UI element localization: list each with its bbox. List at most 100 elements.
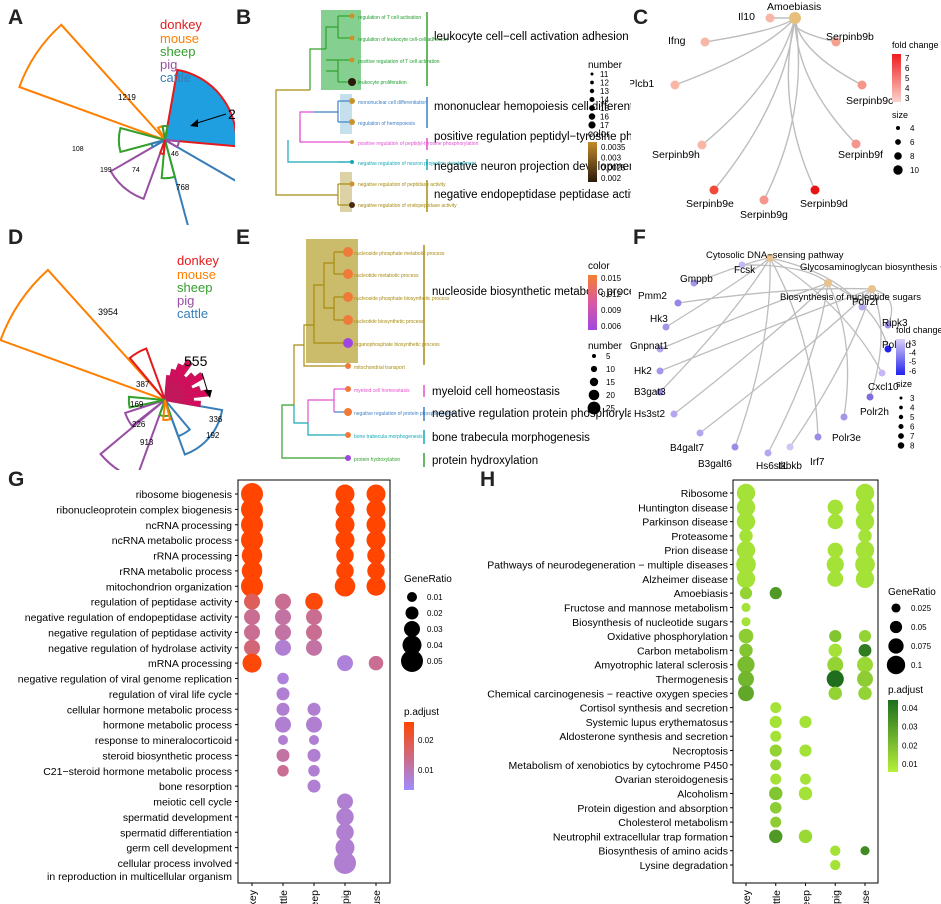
dot [769, 715, 782, 729]
tree-node [343, 338, 353, 348]
legend-dot [589, 377, 599, 387]
y-tick-label: Carbon metabolism [637, 645, 728, 657]
legend-value: 7 [910, 432, 915, 441]
dot [241, 560, 263, 582]
dot [277, 765, 289, 777]
legend-value: 3 [910, 394, 915, 403]
x-tick-label: cattle [278, 890, 290, 904]
pie-a-arrowhead [190, 119, 198, 127]
legend-cattle: cattle [160, 70, 191, 85]
dot [860, 846, 870, 856]
legend-dot [888, 638, 904, 654]
tree-node [349, 202, 355, 208]
legend-dot [886, 655, 906, 675]
y-tick-label: Lysine degradation [640, 860, 729, 872]
legend-value: 0.03 [427, 625, 443, 634]
pie-label: 1219 [118, 93, 136, 102]
tree-branch [275, 89, 339, 205]
network-node-label: Polr2f [852, 297, 878, 308]
tree-node [343, 315, 353, 325]
legend-value: 0.0025 [601, 164, 626, 173]
network-node [656, 388, 664, 396]
dot [276, 748, 290, 762]
legend-value: 13 [600, 87, 609, 96]
legend-donkey: donkey [160, 17, 202, 32]
pie-label: 768 [176, 183, 190, 192]
dot [278, 735, 288, 745]
legend-dot [590, 72, 594, 76]
legend-value: 16 [600, 113, 609, 122]
y-tick-label: Huntington disease [638, 502, 728, 514]
y-tick-label: ribosome biogenesis [136, 489, 232, 501]
legend-title: GeneRatio [888, 587, 936, 598]
legend-value: 0.04 [902, 704, 918, 713]
legend-value: 0.01 [427, 593, 443, 602]
panel-label-g: G [8, 468, 25, 491]
tree-node [348, 78, 356, 86]
cluster-label: myeloid cell homeostasis [432, 386, 560, 398]
pie-a-arrow [193, 113, 227, 125]
pie-d-wedges [0, 268, 224, 470]
y-tick-label: hormone metabolic process [103, 720, 232, 732]
pie-a-wedges [18, 23, 235, 225]
x-tick-label: sheep [801, 890, 813, 904]
network-edge [787, 17, 816, 191]
legend-dot [590, 80, 594, 85]
cluster-highlight [321, 10, 361, 90]
legend-dot [897, 442, 905, 449]
dot [736, 498, 756, 517]
dot [307, 702, 321, 716]
panel-a-chart: 1219 108 199 74 768 46 257 donkey mouse … [18, 17, 235, 225]
term-label: myeloid cell homeostasis [354, 388, 410, 394]
x-tick-label: mouse [860, 890, 872, 904]
dot [855, 483, 875, 503]
network-node-label: B3gat3 [634, 387, 666, 398]
term-label: bone trabecula morphogenesis [354, 434, 423, 440]
network-node [814, 433, 822, 441]
panel-e-chart: nucleoside phosphate metabolic process n… [281, 239, 631, 467]
legend-dot [401, 650, 423, 672]
tree-node [350, 140, 354, 144]
tree-node [343, 292, 353, 302]
network-node [696, 429, 704, 437]
legend-dot [407, 592, 417, 602]
network-node-label: Ripk3 [882, 318, 908, 329]
network-node-label: Gmppb [680, 274, 713, 285]
legend-dot [404, 621, 420, 637]
legend-value: -3 [909, 339, 917, 348]
pie-label: 199 [100, 167, 112, 174]
dot [737, 656, 755, 674]
legend-value: 20 [606, 391, 615, 400]
dotplot-g-legend: GeneRatio 0.010.020.030.040.05 p.adjust … [401, 574, 452, 790]
y-tick-label: meiotic cell cycle [153, 797, 232, 809]
wedge-donkey [128, 347, 166, 401]
legend-value: 25 [606, 404, 615, 413]
tree-node [349, 119, 355, 125]
legend-value: -6 [909, 367, 917, 376]
y-tick-label: in reproduction in multicellular organis… [47, 871, 232, 883]
dot [741, 602, 751, 613]
pie-a-legend: donkey mouse sheep pig cattle [160, 17, 202, 85]
dot [309, 735, 319, 745]
pie-label: 108 [72, 146, 84, 153]
dot [275, 639, 291, 656]
network-node [878, 369, 886, 377]
legend-pig: pig [160, 57, 177, 72]
legend-value: 0.05 [427, 657, 443, 666]
tree-node [345, 363, 351, 369]
cluster-label: negative endopeptidase peptidase activit… [434, 189, 631, 201]
dot [335, 499, 355, 519]
x-tick-label: donkey [741, 889, 753, 904]
dot [828, 643, 842, 658]
pie-d-legend: donkey mouse sheep pig cattle [177, 253, 219, 321]
y-tick-label: Alcoholism [677, 788, 728, 800]
dot [829, 629, 842, 643]
dot [736, 541, 756, 560]
network-node-label: Il10 [738, 11, 755, 23]
legend-value: 5 [910, 413, 915, 422]
panel-label-b: B [236, 6, 252, 29]
legend-value: 0.04 [427, 641, 443, 650]
